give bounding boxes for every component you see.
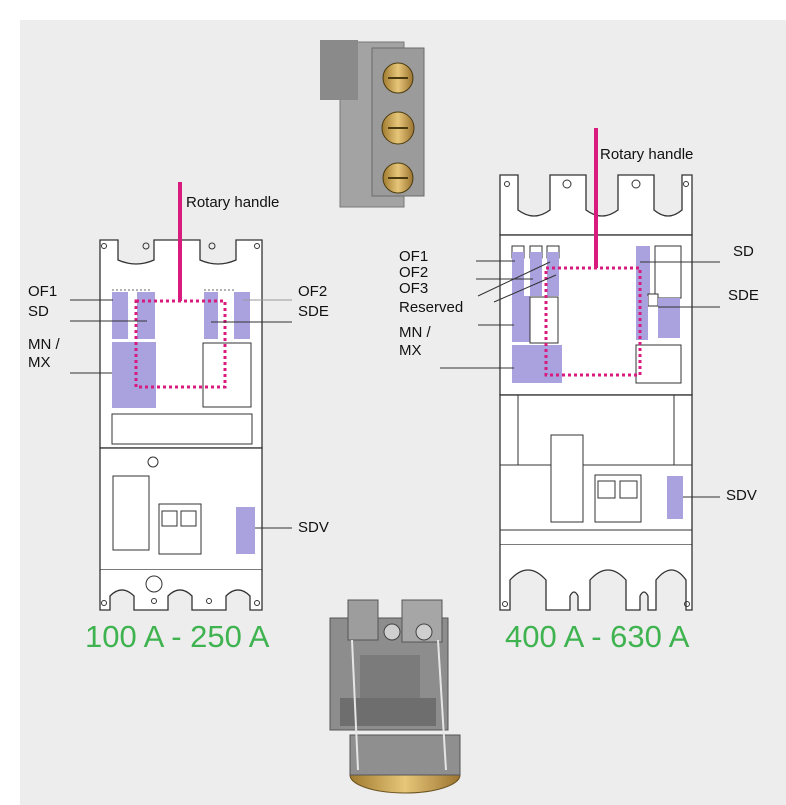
right-of3-label: OF3 bbox=[399, 280, 428, 297]
left-of2-label: OF2 bbox=[298, 283, 327, 300]
left-mx-label: MX bbox=[28, 354, 51, 371]
right-mx-label: MX bbox=[399, 342, 422, 359]
left-breaker bbox=[70, 182, 292, 611]
right-rotary-handle-label: Rotary handle bbox=[600, 146, 693, 163]
right-reserved-label: Reserved bbox=[399, 299, 463, 316]
right-of2-label: OF2 bbox=[399, 264, 428, 281]
right-mn-label: MN / bbox=[399, 324, 431, 341]
right-of1-label: OF1 bbox=[399, 248, 428, 265]
right-sd-label: SD bbox=[733, 243, 754, 260]
terminal-block-photo bbox=[320, 40, 425, 208]
right-sde-label: SDE bbox=[728, 287, 759, 304]
left-sdv-label: SDV bbox=[298, 519, 329, 536]
left-sde-label: SDE bbox=[298, 303, 329, 320]
right-sdv-label: SDV bbox=[726, 487, 757, 504]
right-rating-label: 400 A - 630 A bbox=[505, 619, 690, 654]
left-rotary-handle-label: Rotary handle bbox=[186, 194, 279, 211]
left-mn-label: MN / bbox=[28, 336, 60, 353]
left-of1-label: OF1 bbox=[28, 283, 57, 300]
undervoltage-release-photo bbox=[329, 599, 461, 794]
left-sd-label: SD bbox=[28, 303, 49, 320]
left-rating-label: 100 A - 250 A bbox=[85, 619, 270, 654]
right-breaker bbox=[440, 128, 720, 611]
